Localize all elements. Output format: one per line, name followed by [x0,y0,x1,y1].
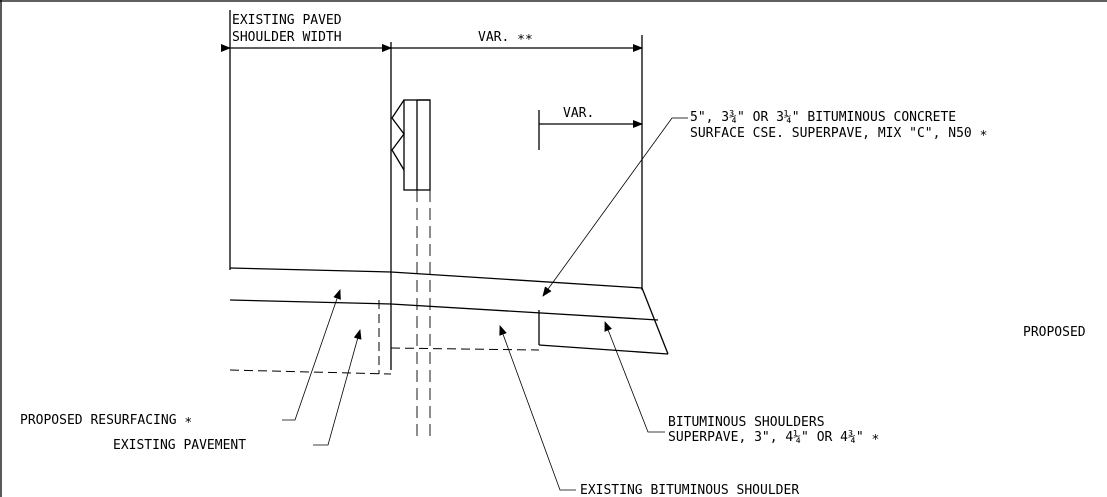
bituminous-shoulders-label-line1: BITUMINOUS SHOULDERS [668,415,825,430]
existing-pavement-label: EXISTING PAVEMENT [113,438,246,453]
surface-course-label-line2: SURFACE CSE. SUPERPAVE, MIX "C", N50 ∗ [690,126,987,141]
var-top-label: VAR. ∗∗ [478,30,533,45]
guardrail-post [391,99,431,440]
existing-paved-label-line1: EXISTING PAVED [232,13,342,28]
proposed-resurfacing-callout: PROPOSED RESURFACING ∗ [20,289,341,428]
pavement-layers [229,267,669,375]
existing-bituminous-shoulder-callout: EXISTING BITUMINOUS SHOULDER [499,325,799,497]
proposed-resurfacing-label: PROPOSED RESURFACING ∗ [20,413,192,428]
existing-paved-label-line2: SHOULDER WIDTH [232,30,342,45]
bituminous-shoulders-label-line2: SUPERPAVE, 3", 4¼" OR 4¾" ∗ [668,430,879,445]
proposed-right-label: PROPOSED [1023,325,1086,340]
existing-pavement-callout: EXISTING PAVEMENT [113,329,362,453]
surface-course-callout: 5", 3¾" OR 3¼" BITUMINOUS CONCRETE SURFA… [542,110,987,297]
var-small-dimension: VAR. [538,106,643,150]
bituminous-shoulders-callout: BITUMINOUS SHOULDERS SUPERPAVE, 3", 4¼" … [604,321,879,445]
surface-course-label-line1: 5", 3¾" OR 3¼" BITUMINOUS CONCRETE [690,110,956,125]
var-width-dimension: VAR. ∗∗ [382,30,643,290]
var-small-label: VAR. [563,106,594,121]
existing-shoulder-width-dimension: EXISTING PAVED SHOULDER WIDTH [221,10,392,370]
existing-bituminous-shoulder-label: EXISTING BITUMINOUS SHOULDER [580,483,799,497]
